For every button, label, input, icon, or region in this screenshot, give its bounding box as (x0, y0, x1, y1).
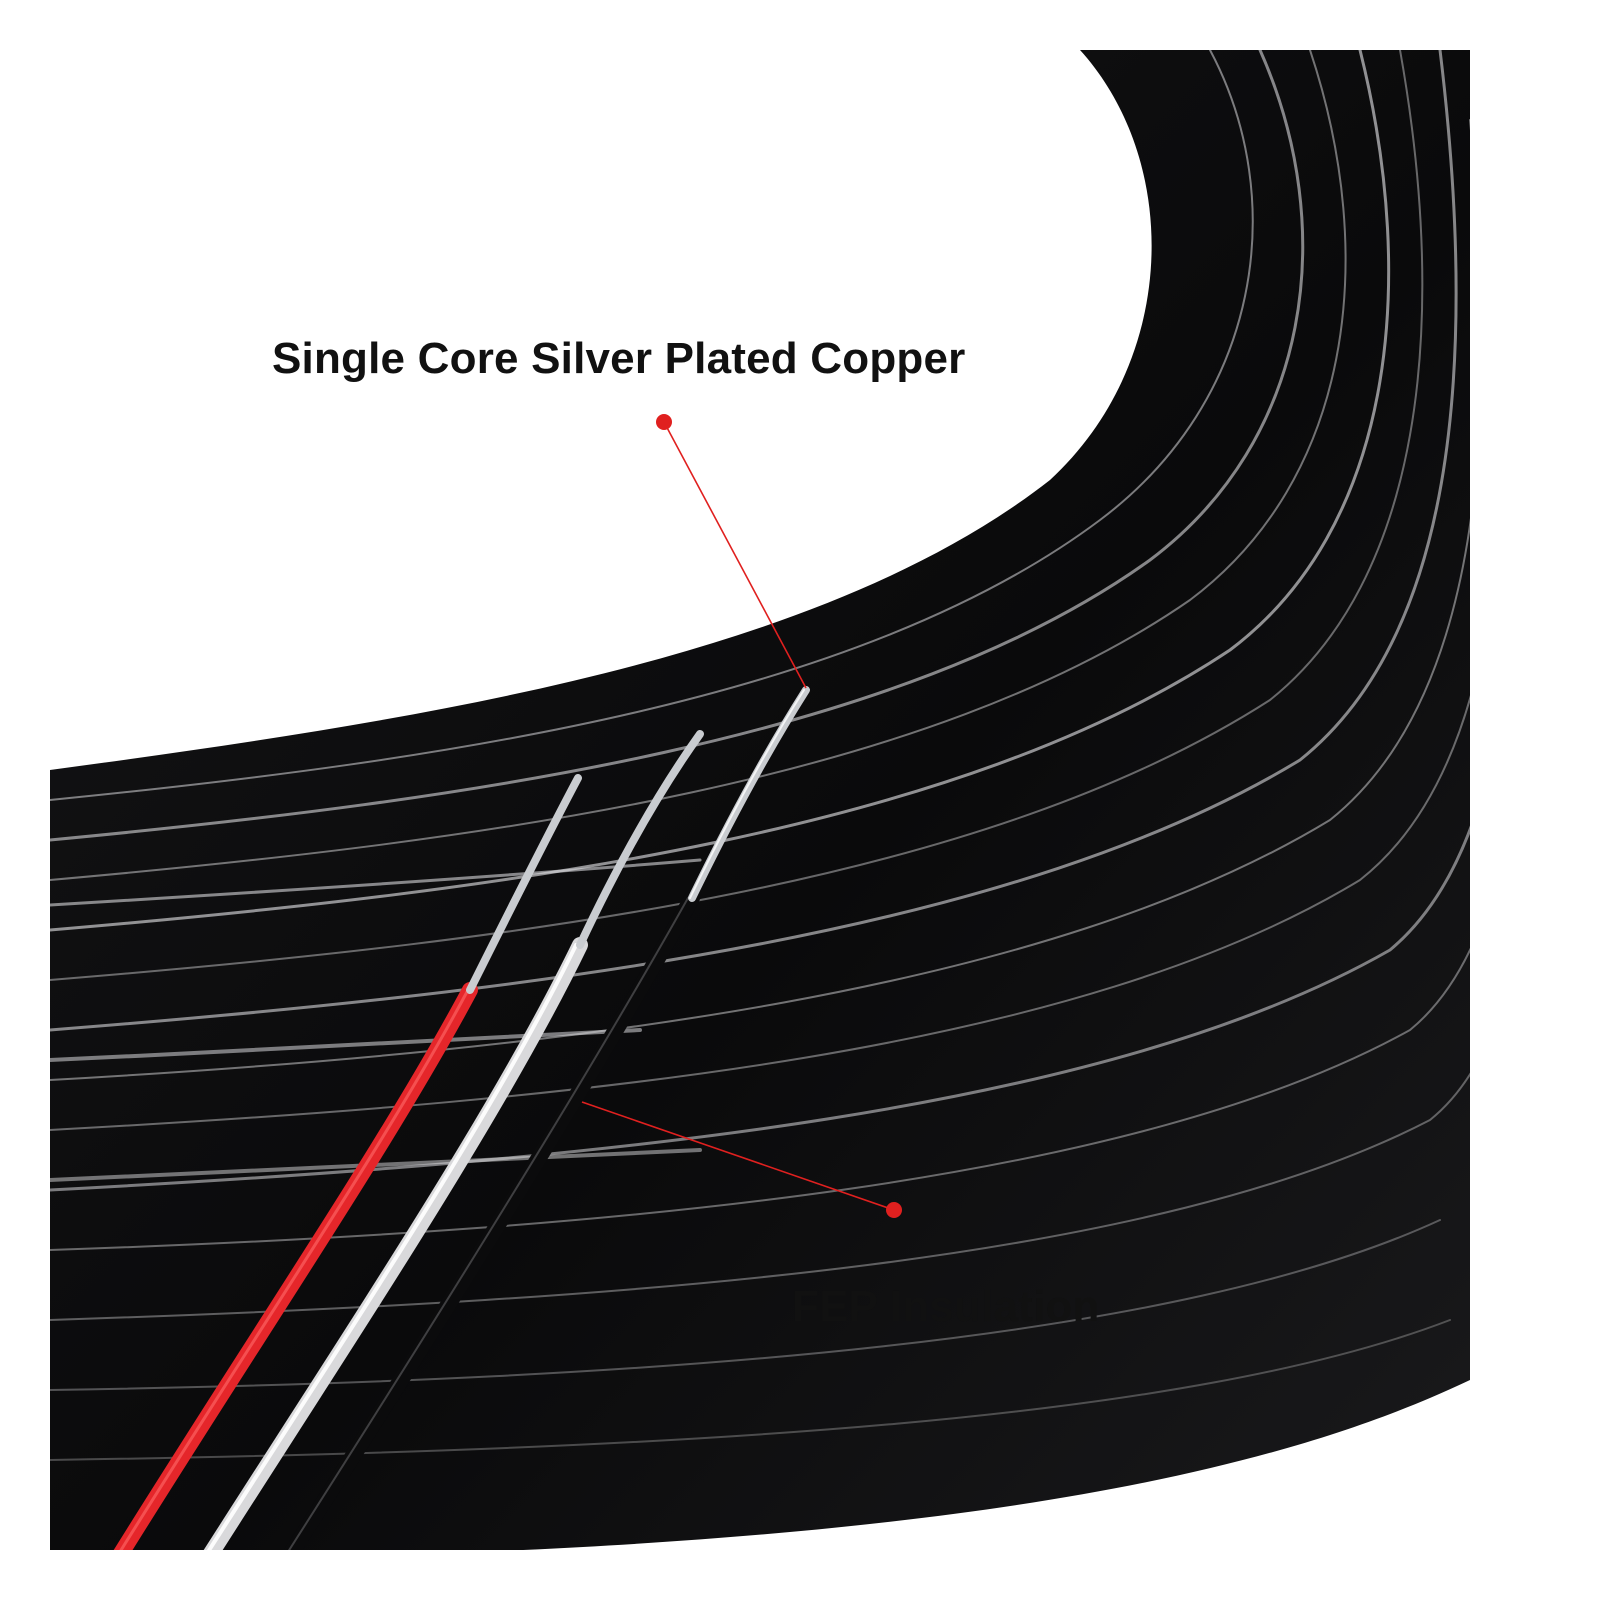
callout-pointers (581, 414, 902, 1218)
white-wire (203, 937, 588, 1550)
core-pointer-dot (656, 414, 672, 430)
insulation-pointer-line (581, 1101, 895, 1211)
insulation-callout-label: FEP Insulation (792, 1282, 1100, 1331)
black-wire-conductor (688, 686, 810, 902)
core-pointer-line (663, 421, 807, 689)
white-wire-conductor (576, 730, 704, 949)
core-callout-label: Single Core Silver Plated Copper (272, 334, 966, 383)
insulation-pointer-dot (886, 1202, 902, 1218)
red-wire (113, 982, 478, 1550)
red-wire-conductor (466, 774, 582, 994)
loose-wires (113, 686, 810, 1550)
wire-coil (50, 50, 1470, 1550)
black-wire (283, 890, 700, 1550)
